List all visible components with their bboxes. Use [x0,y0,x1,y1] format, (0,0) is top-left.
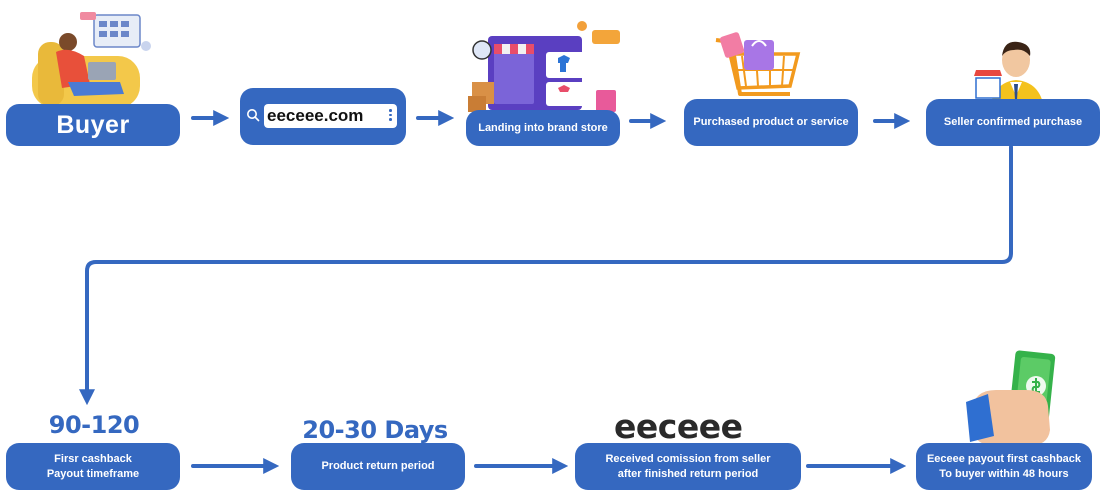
kebab-menu-icon[interactable] [389,109,392,123]
step-seller-confirmed: Seller confirmed purchase [926,99,1100,146]
step-landing-brand-store: Landing into brand store [466,110,620,146]
step-purchased: Purchased product or service [684,99,858,146]
step-purchased-label: Purchased product or service [693,116,849,128]
step-payout-label: Eeceee payout first cashback To buyer wi… [926,452,1082,480]
arrow-seller-to-cashback [79,145,1013,406]
step-seller-label: Seller confirmed purchase [943,116,1083,128]
eeceee-logo: eeceee [614,407,743,446]
search-field-text: eeceee.com [267,106,364,125]
step-first-cashback-timeframe: Firsr cashback Payout timeframe [6,443,180,490]
hand-with-cash-illustration [966,350,1056,446]
search-field[interactable]: eeceee.com [264,104,397,128]
search-icon [247,109,260,122]
step-landing-label: Landing into brand store [478,121,608,134]
brand-store-illustration [468,21,620,112]
shopping-cart-illustration [715,32,801,112]
seller-avatar-illustration [974,41,1044,108]
step-commission-label: Received comission from seller after fin… [605,452,771,480]
return-period-heading: 20-30 Days [302,416,448,444]
buyer-at-laptop-illustration [32,12,151,108]
step-buyer: Buyer [6,104,180,146]
step-received-commission: Received comission from seller after fin… [575,443,801,490]
step-return-label: Product return period [321,460,435,472]
step-cashback-label: Firsr cashback Payout timeframe [46,452,140,480]
step-buyer-label: Buyer [56,110,130,139]
step-product-return-period: Product return period [291,443,465,490]
step-payout-cashback: Eeceee payout first cashback To buyer wi… [916,443,1092,490]
